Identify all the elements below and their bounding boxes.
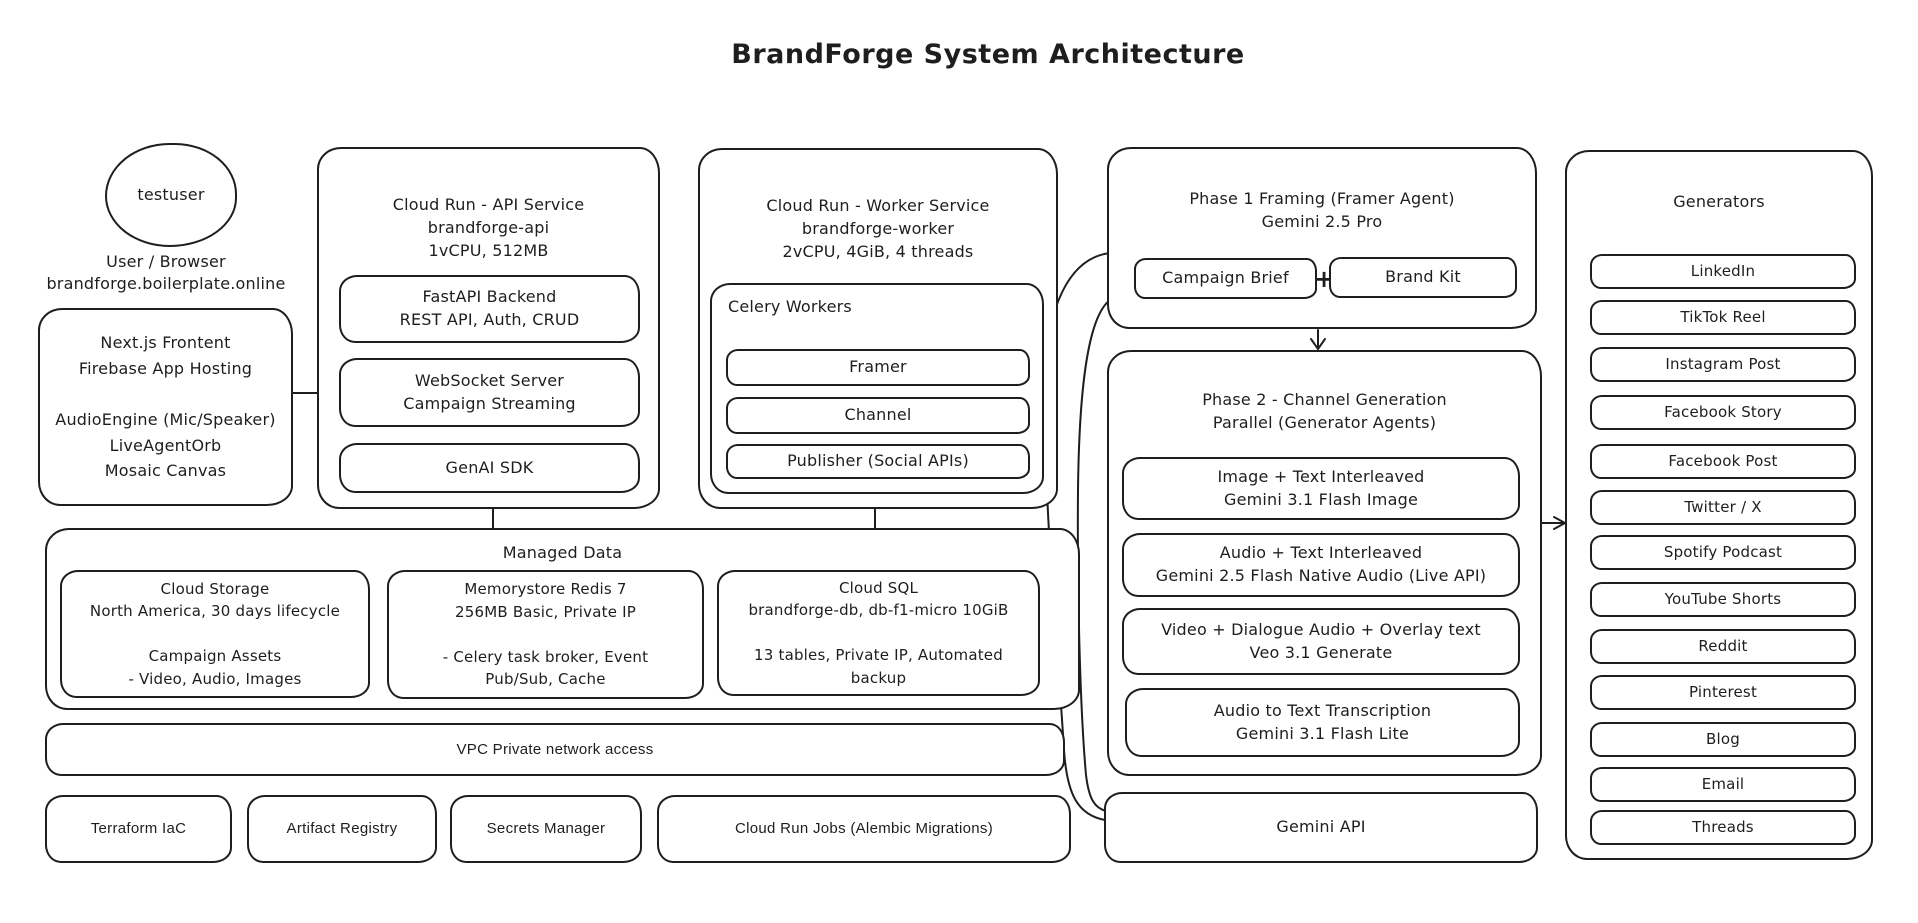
- generator-item-reddit: Reddit: [1590, 629, 1856, 664]
- worker-framer-box: Framer: [726, 349, 1030, 386]
- generator-item-instagram-post: Instagram Post: [1590, 347, 1856, 382]
- frontend-text: Next.js Frontent Firebase App Hosting Au…: [55, 333, 276, 481]
- connector-phase2-to-gemini-api: [1076, 299, 1111, 812]
- generator-item-label: Pinterest: [1688, 682, 1758, 701]
- user-caption: User / Browser brandforge.boilerplate.on…: [46, 252, 286, 294]
- phase2-step-image-box: Image + Text Interleaved Gemini 3.1 Flas…: [1122, 457, 1520, 520]
- generator-item-label: Instagram Post: [1665, 354, 1781, 373]
- phase2-box: Phase 2 - Channel Generation Parallel (G…: [1107, 350, 1542, 776]
- worker-publisher-label: Publisher (Social APIs): [787, 451, 969, 471]
- generator-item-email: Email: [1590, 767, 1856, 802]
- phase2-step-audio-label: Audio + Text Interleaved Gemini 2.5 Flas…: [1155, 543, 1487, 585]
- websocket-box: WebSocket Server Campaign Streaming: [339, 358, 640, 427]
- memorystore-label: Memorystore Redis 7 256MB Basic, Private…: [442, 580, 649, 689]
- generator-item-threads: Threads: [1590, 810, 1856, 845]
- phase2-title: Phase 2 - Channel Generation Parallel (G…: [1202, 390, 1447, 433]
- phase2-step-audio-box: Audio + Text Interleaved Gemini 2.5 Flas…: [1122, 533, 1520, 597]
- campaign-brief-box: Campaign Brief: [1134, 258, 1317, 299]
- generators-title: Generators: [1673, 192, 1765, 211]
- worker-channel-label: Channel: [844, 405, 912, 425]
- api-service-title: Cloud Run - API Service brandforge-api 1…: [392, 195, 585, 261]
- infra-terraform-box: Terraform IaC: [45, 795, 232, 863]
- cloud-storage-box: Cloud Storage North America, 30 days lif…: [60, 570, 370, 698]
- worker-service-title: Cloud Run - Worker Service brandforge-wo…: [766, 196, 990, 262]
- arrowhead-phase1-to-phase2: [1310, 338, 1326, 351]
- generator-item-label: YouTube Shorts: [1664, 589, 1782, 608]
- infra-terraform-label: Terraform IaC: [90, 820, 187, 838]
- generators-box: Generators LinkedIn TikTok Reel Instagra…: [1565, 150, 1873, 860]
- cloud-storage-label: Cloud Storage North America, 30 days lif…: [89, 579, 341, 688]
- generator-item-youtube-shorts: YouTube Shorts: [1590, 582, 1856, 617]
- brand-kit-box: Brand Kit: [1329, 257, 1517, 298]
- generator-item-label: Spotify Podcast: [1663, 542, 1783, 561]
- phase2-step-transcription-label: Audio to Text Transcription Gemini 3.1 F…: [1213, 700, 1432, 743]
- phase2-step-video-box: Video + Dialogue Audio + Overlay text Ve…: [1122, 608, 1520, 675]
- generator-item-facebook-story: Facebook Story: [1590, 395, 1856, 430]
- fastapi-label: FastAPI Backend REST API, Auth, CRUD: [399, 287, 580, 329]
- brand-kit-label: Brand Kit: [1385, 267, 1461, 287]
- generator-item-label: Reddit: [1698, 636, 1748, 655]
- celery-workers-label: Celery Workers: [728, 297, 852, 316]
- vpc-box: VPC Private network access: [45, 723, 1065, 776]
- generator-item-label: Threads: [1692, 817, 1754, 836]
- fastapi-box: FastAPI Backend REST API, Auth, CRUD: [339, 275, 640, 343]
- generator-item-facebook-post: Facebook Post: [1590, 444, 1856, 479]
- genai-sdk-label: GenAI SDK: [445, 457, 534, 477]
- worker-service-box: Cloud Run - Worker Service brandforge-wo…: [698, 148, 1058, 509]
- infra-artifact-registry-box: Artifact Registry: [247, 795, 437, 863]
- infra-secrets-manager-label: Secrets Manager: [486, 820, 606, 838]
- generator-item-label: Twitter / X: [1684, 497, 1762, 516]
- campaign-brief-label: Campaign Brief: [1162, 268, 1289, 288]
- phase1-title: Phase 1 Framing (Framer Agent) Gemini 2.…: [1189, 189, 1455, 232]
- api-service-box: Cloud Run - API Service brandforge-api 1…: [317, 147, 660, 509]
- generator-item-blog: Blog: [1590, 722, 1856, 757]
- infra-secrets-manager-box: Secrets Manager: [450, 795, 642, 863]
- generator-item-linkedin: LinkedIn: [1590, 254, 1856, 289]
- worker-channel-box: Channel: [726, 397, 1030, 434]
- phase2-step-video-label: Video + Dialogue Audio + Overlay text Ve…: [1161, 619, 1481, 662]
- cloud-sql-box: Cloud SQL brandforge-db, db-f1-micro 10G…: [717, 570, 1040, 696]
- memorystore-box: Memorystore Redis 7 256MB Basic, Private…: [387, 570, 704, 699]
- generator-item-label: Facebook Story: [1664, 402, 1782, 421]
- infra-cloud-run-jobs-label: Cloud Run Jobs (Alembic Migrations): [734, 820, 994, 838]
- cloud-sql-label: Cloud SQL brandforge-db, db-f1-micro 10G…: [748, 578, 1009, 687]
- phase2-step-transcription-box: Audio to Text Transcription Gemini 3.1 F…: [1125, 688, 1520, 757]
- frontend-box: Next.js Frontent Firebase App Hosting Au…: [38, 308, 293, 506]
- vpc-label: VPC Private network access: [456, 740, 654, 758]
- generator-item-spotify-podcast: Spotify Podcast: [1590, 535, 1856, 570]
- celery-workers-box: Celery Workers Framer Channel Publisher …: [710, 283, 1044, 494]
- gemini-api-label: Gemini API: [1276, 817, 1366, 837]
- infra-cloud-run-jobs-box: Cloud Run Jobs (Alembic Migrations): [657, 795, 1071, 863]
- generator-item-label: Facebook Post: [1668, 451, 1778, 470]
- generator-item-tiktok-reel: TikTok Reel: [1590, 300, 1856, 335]
- generator-item-label: Email: [1701, 774, 1745, 793]
- worker-publisher-box: Publisher (Social APIs): [726, 444, 1030, 479]
- websocket-label: WebSocket Server Campaign Streaming: [403, 370, 576, 413]
- managed-data-box: Managed Data Cloud Storage North America…: [45, 528, 1080, 710]
- generator-item-pinterest: Pinterest: [1590, 675, 1856, 710]
- phase1-box: Phase 1 Framing (Framer Agent) Gemini 2.…: [1107, 147, 1537, 329]
- generator-item-label: LinkedIn: [1690, 261, 1756, 280]
- generator-item-label: Blog: [1706, 729, 1740, 748]
- gemini-api-box: Gemini API: [1104, 792, 1538, 863]
- generator-item-label: TikTok Reel: [1680, 307, 1766, 326]
- genai-sdk-box: GenAI SDK: [339, 443, 640, 493]
- phase2-step-image-label: Image + Text Interleaved Gemini 3.1 Flas…: [1217, 466, 1425, 509]
- infra-artifact-registry-label: Artifact Registry: [286, 820, 398, 838]
- testuser-label: testuser: [137, 184, 205, 204]
- page-title: BrandForge System Architecture: [731, 39, 1245, 70]
- testuser-ellipse: testuser: [105, 143, 237, 247]
- worker-framer-label: Framer: [849, 357, 907, 377]
- managed-data-title: Managed Data: [502, 543, 623, 562]
- generator-item-twitter-x: Twitter / X: [1590, 490, 1856, 525]
